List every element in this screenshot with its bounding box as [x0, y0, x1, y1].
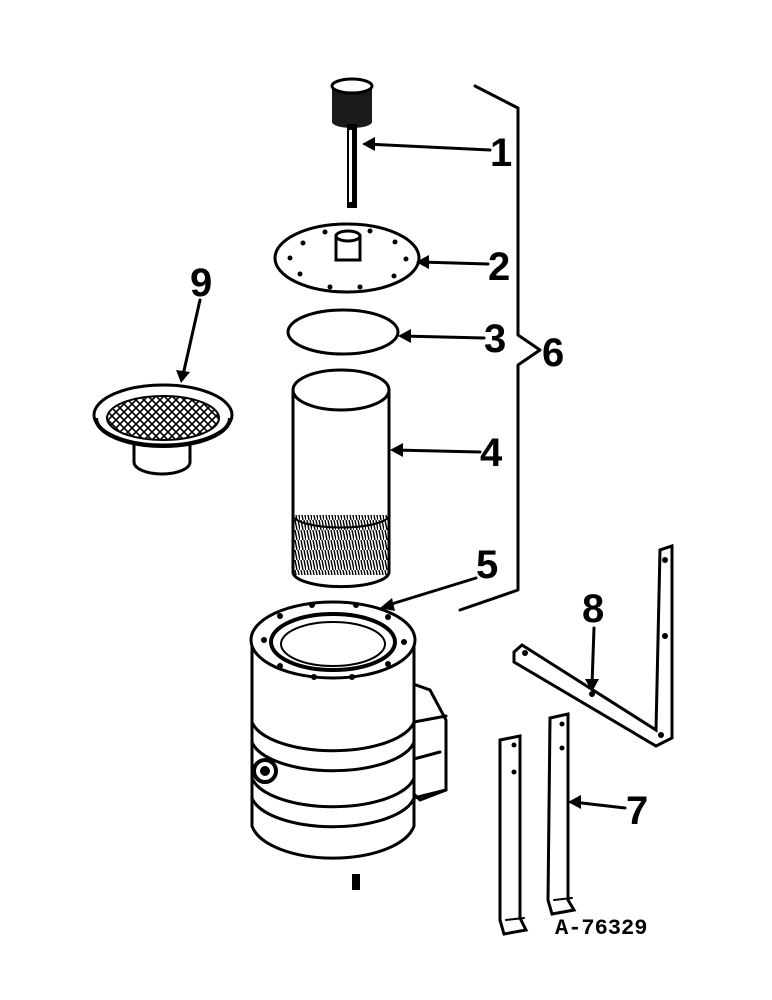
part-9-screen-cap	[92, 383, 234, 476]
leader-lines	[176, 137, 627, 810]
callout-4: 4	[480, 431, 503, 475]
callout-3: 3	[484, 317, 506, 361]
drawing-number: A-76329	[555, 916, 647, 941]
part-3-gasket	[286, 308, 400, 356]
part-7-support-straps	[498, 712, 577, 936]
callout-5: 5	[476, 543, 498, 587]
callout-1: 1	[490, 131, 512, 175]
callout-2: 2	[488, 245, 510, 289]
part-5-cleaner-body	[249, 600, 448, 890]
part-2-cover-plate	[273, 222, 421, 294]
callout-9: 9	[190, 261, 212, 305]
callout-7: 7	[626, 789, 648, 833]
assembly-6-brace	[458, 84, 542, 612]
callout-6: 6	[542, 331, 564, 375]
callout-8: 8	[582, 587, 604, 631]
part-1-cap-rod	[330, 77, 374, 208]
part-4-filter-element	[291, 368, 391, 589]
part-8-l-bracket	[512, 543, 674, 748]
